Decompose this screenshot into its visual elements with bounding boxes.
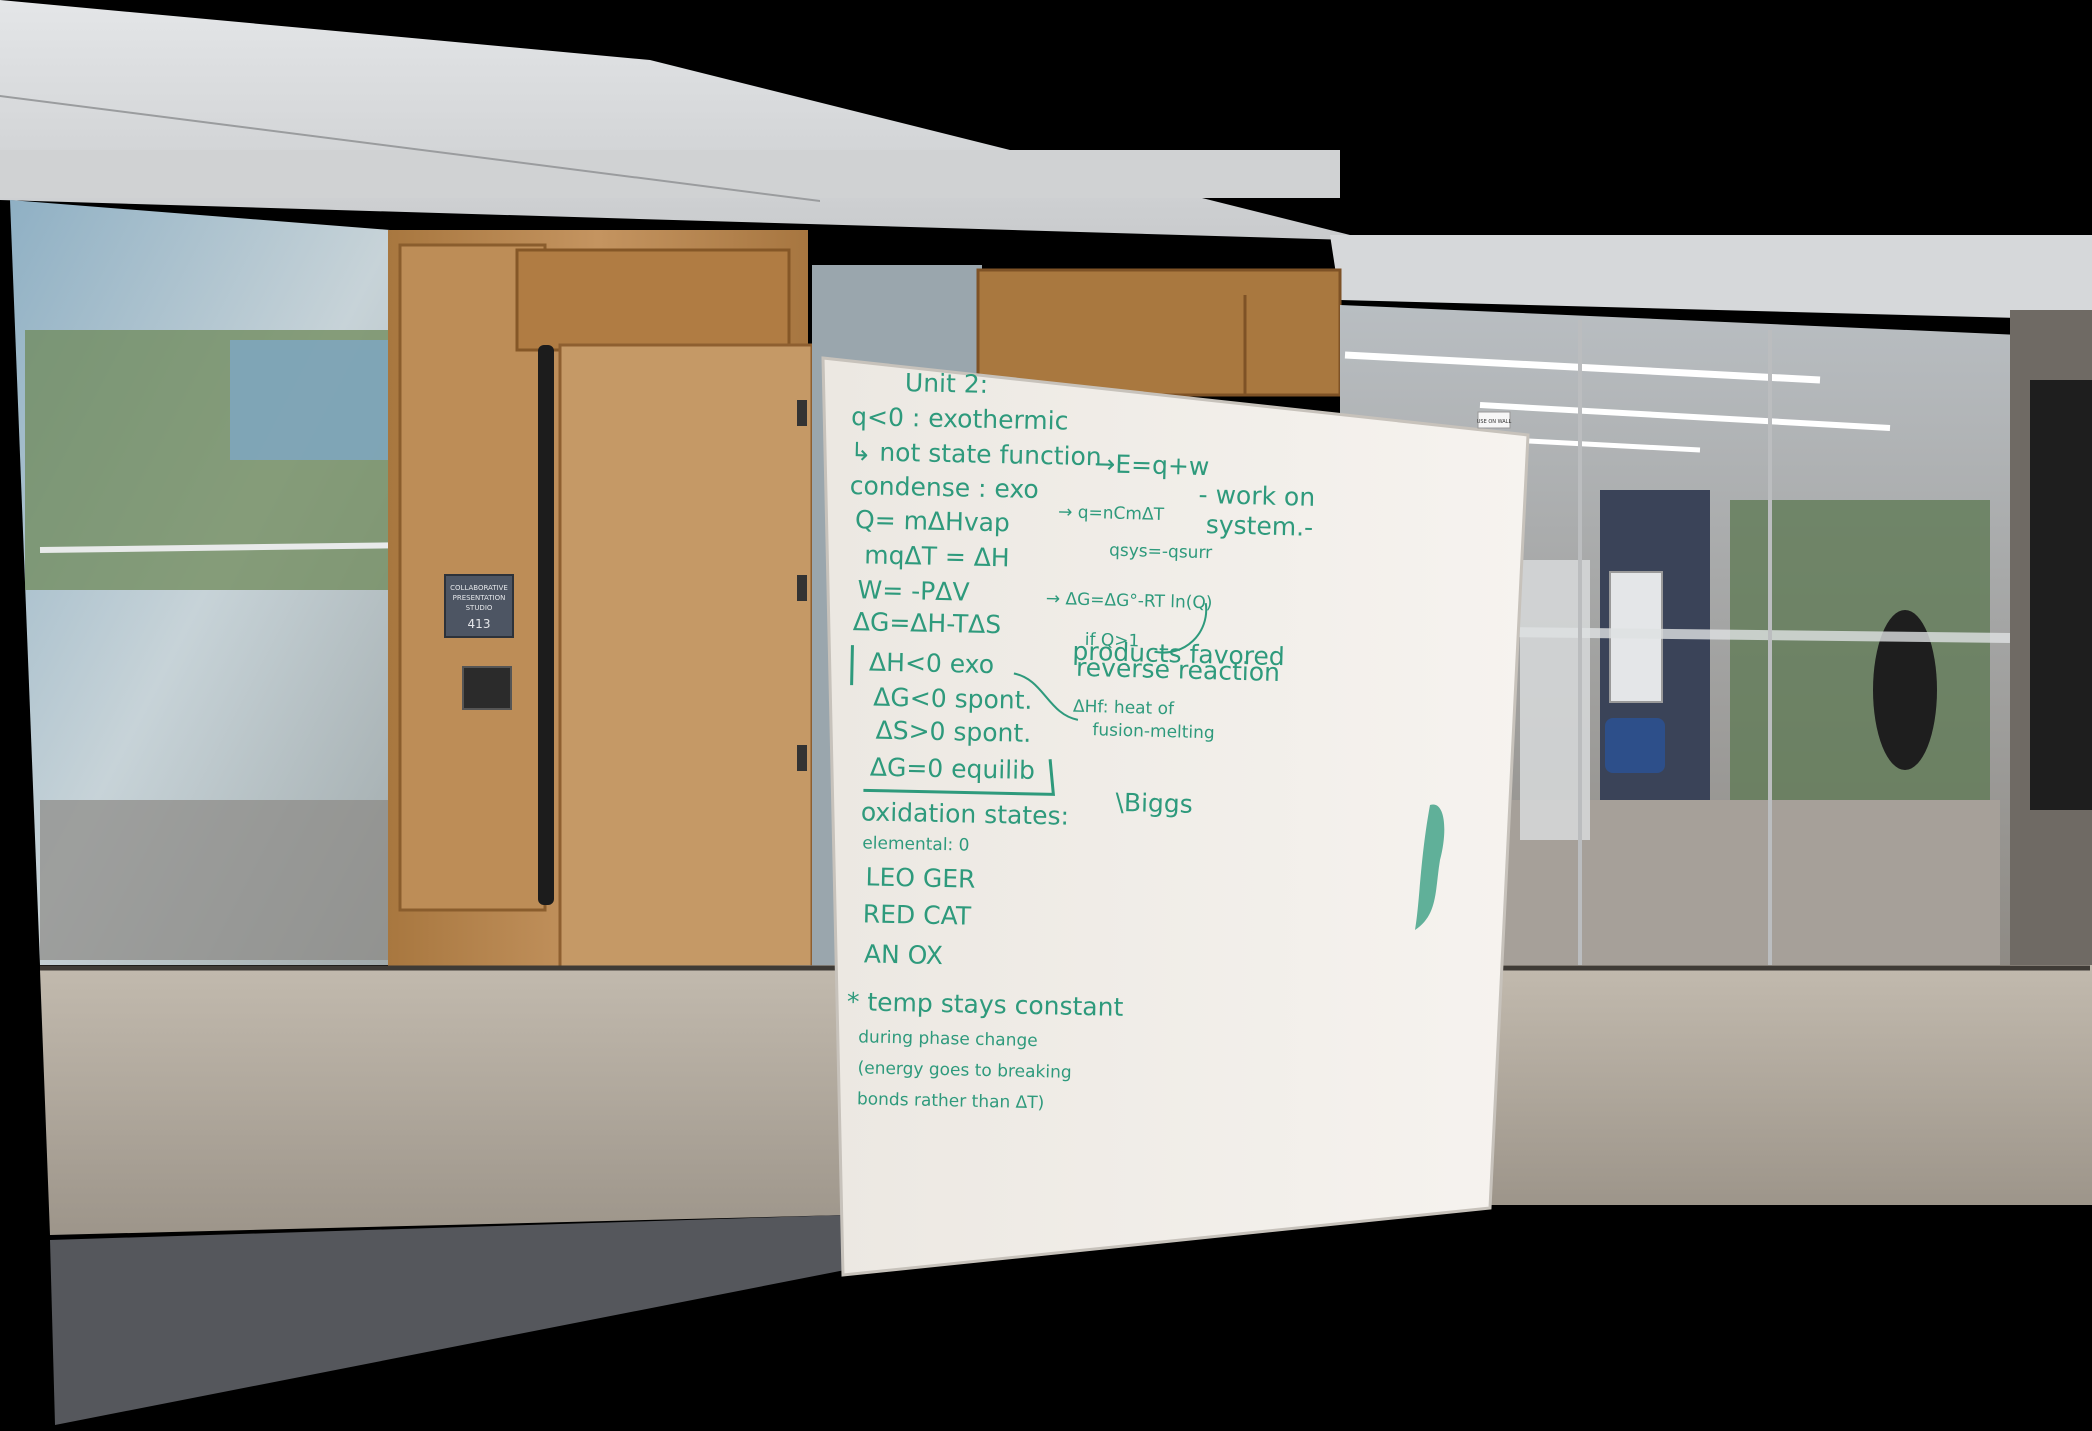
column-inset: [2030, 380, 2092, 810]
upper-wood-panel: [976, 268, 1342, 397]
note-line: (energy goes to breaking: [857, 1058, 1071, 1082]
left-room-floor: [40, 800, 420, 960]
note-line: system.-: [1205, 510, 1313, 542]
ceiling-tile-lines: [0, 95, 820, 202]
whiteboard-tag-text: USE ON WALL: [1477, 419, 1512, 425]
box-bracket: [850, 645, 1056, 796]
curved-arrow: [1154, 602, 1208, 654]
card-reader: [462, 666, 512, 710]
note-line: products favored: [1072, 637, 1285, 672]
room-sign-line: COLLABORATIVE: [450, 584, 508, 592]
door-hinge: [797, 575, 807, 601]
note-line: bonds rather than ΔT): [857, 1089, 1045, 1113]
whiteboard: [821, 356, 1530, 1277]
wood-transom: [515, 248, 791, 352]
note-line: AN OX: [864, 939, 944, 970]
note-line: fusion-melting: [1092, 720, 1215, 743]
note-line: W= -PΔV: [857, 575, 970, 606]
ceiling-right: [1330, 235, 2092, 320]
whiteboard-notes-right: →E=q+w → q=nCmΔT - work on system.- qsys…: [1046, 449, 1316, 819]
note-line: RED CAT: [863, 899, 973, 930]
marker-smudge: [1415, 804, 1445, 930]
note-line: ΔHf: heat of: [1073, 697, 1176, 720]
door-pull-handle: [538, 345, 554, 905]
glass-mullion: [39, 542, 421, 553]
whiteboard-tag: [1477, 411, 1511, 429]
note-line: reverse reaction: [1076, 653, 1281, 687]
soffit: [0, 150, 1340, 198]
note-line: Unit 2:: [905, 368, 989, 399]
room-sign: [444, 574, 514, 638]
ceiling-light: [1344, 351, 1821, 384]
ceiling-light: [1479, 402, 1891, 431]
ceiling-light: [1509, 437, 1701, 453]
room-sign-line: STUDIO: [466, 604, 493, 612]
carpet: [50, 1215, 845, 1425]
note-line: → ΔG=ΔG°-RT ln(Q): [1046, 589, 1213, 613]
note-line: ↳ not state function: [850, 437, 1102, 471]
whiteboard-notes-left: Unit 2: q<0 : exothermic ↳ not state fun…: [847, 368, 1124, 1113]
wood-door: [558, 343, 814, 972]
door-hinge: [797, 745, 807, 771]
room-sign-number: 413: [468, 617, 491, 631]
note-line: ΔS>0 spont.: [875, 716, 1031, 748]
note-line: q<0 : exothermic: [851, 402, 1069, 436]
room-sign-line: PRESENTATION: [453, 594, 506, 602]
floor-left: [40, 965, 845, 1235]
note-line: during phase change: [858, 1027, 1038, 1051]
note-line: * temp stays constant: [847, 987, 1124, 1022]
note-line: LEO GER: [865, 862, 975, 893]
note-line: \Biggs: [1115, 788, 1193, 819]
note-line: Q= mΔHvap: [855, 505, 1010, 537]
note-line: - work on: [1198, 480, 1315, 512]
note-line: →E=q+w: [1094, 449, 1210, 481]
window-sky: [230, 340, 410, 460]
note-line: → q=nCmΔT: [1058, 502, 1165, 525]
note-line: qsys=-qsurr: [1109, 541, 1213, 564]
door-hinge: [797, 400, 807, 426]
note-line: ΔG=0 equilib: [870, 753, 1036, 785]
person-silhouette: [1873, 610, 1937, 770]
note-line: ΔG<0 spont.: [873, 683, 1033, 715]
connector-line: [1013, 672, 1079, 721]
note-line: condense : exo: [849, 471, 1039, 504]
note-line: if Q>1: [1085, 630, 1140, 651]
note-line: elemental: 0: [862, 833, 970, 855]
floor-right: [1490, 965, 2092, 1205]
note-line: ΔG=ΔH-TΔS: [853, 607, 1002, 639]
note-line: oxidation states:: [861, 797, 1070, 830]
blue-chair: [1605, 718, 1665, 773]
note-line: ΔH<0 exo: [869, 647, 995, 679]
note-line: mqΔT = ΔH: [864, 540, 1010, 572]
